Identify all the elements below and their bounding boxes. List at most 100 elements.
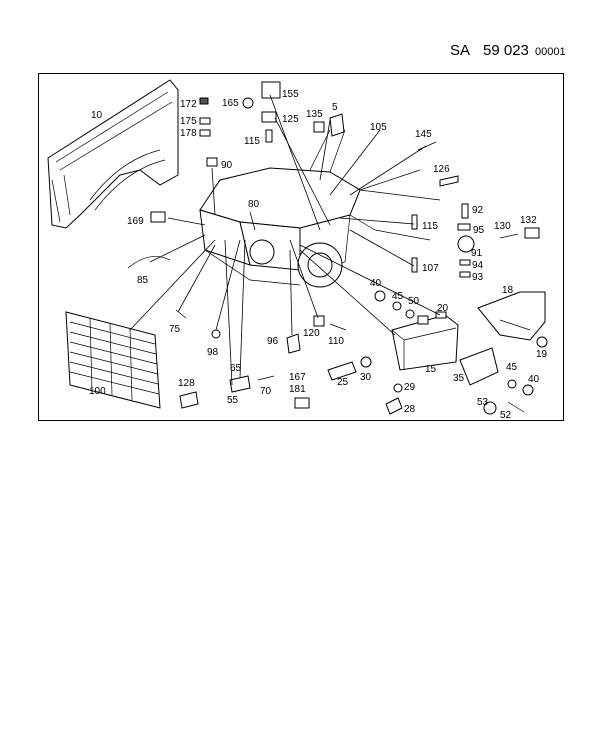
label-96: 96	[267, 336, 279, 347]
part-165	[242, 97, 254, 109]
label-85: 85	[137, 275, 149, 286]
label-29: 29	[404, 382, 416, 393]
part-130	[499, 233, 519, 239]
small-parts	[127, 81, 548, 415]
label-115b: 115	[422, 221, 438, 232]
part-29	[393, 383, 403, 393]
part-50	[405, 309, 415, 319]
part-53	[483, 401, 497, 415]
part-28	[385, 397, 403, 415]
label-35: 35	[453, 373, 465, 384]
label-91: 91	[471, 248, 483, 259]
label-105: 105	[370, 122, 387, 133]
part-90	[206, 157, 218, 167]
part-125	[261, 111, 277, 123]
part-167-181	[294, 397, 310, 409]
label-70: 70	[260, 386, 272, 397]
label-28: 28	[404, 404, 416, 415]
label-165: 165	[222, 98, 239, 109]
part-126	[439, 175, 459, 187]
label-15: 15	[425, 364, 437, 375]
part-115a	[265, 129, 273, 143]
label-181: 181	[289, 384, 306, 395]
label-52: 52	[500, 410, 512, 421]
diagram-frame	[38, 73, 564, 421]
part-40a	[374, 290, 386, 302]
label-110: 110	[328, 336, 344, 347]
part-40b	[522, 384, 534, 396]
part-115b	[411, 214, 418, 230]
part-145	[417, 141, 437, 151]
label-90: 90	[221, 160, 233, 171]
label-115: 115	[244, 136, 260, 147]
part-45b	[507, 379, 517, 389]
part-128	[179, 391, 199, 409]
label-19: 19	[536, 349, 548, 360]
part-25	[327, 361, 357, 381]
part-85	[127, 256, 171, 269]
part-92	[461, 203, 469, 219]
label-18: 18	[502, 285, 514, 296]
label-93: 93	[472, 272, 484, 283]
label-167: 167	[289, 372, 306, 383]
page-number: 00001	[535, 46, 566, 58]
label-65: 65	[230, 363, 242, 374]
label-20: 20	[437, 303, 449, 314]
catalog-code: SA	[450, 42, 471, 59]
label-130: 130	[494, 221, 511, 232]
label-45b: 45	[506, 362, 518, 373]
label-100: 100	[89, 386, 106, 397]
part-169	[150, 211, 166, 223]
label-178: 178	[180, 128, 197, 139]
label-53: 53	[477, 397, 489, 408]
label-128: 128	[178, 378, 195, 389]
part-reservoir	[391, 314, 459, 371]
part-120	[313, 315, 325, 327]
label-126: 126	[433, 164, 450, 175]
label-92: 92	[472, 205, 484, 216]
label-135: 135	[306, 109, 323, 120]
part-175	[199, 117, 211, 125]
part-grille	[65, 311, 161, 409]
part-98	[211, 329, 221, 339]
leader-lines	[129, 94, 441, 386]
label-55: 55	[227, 395, 239, 406]
part-5	[329, 113, 345, 137]
label-50: 50	[408, 296, 420, 307]
part-30	[360, 356, 372, 368]
label-98: 98	[207, 347, 219, 358]
part-pump-bracket	[459, 347, 499, 386]
part-65	[229, 375, 251, 393]
part-132	[524, 227, 540, 239]
part-96	[286, 333, 301, 354]
part-172	[199, 97, 209, 105]
label-175: 175	[180, 116, 197, 127]
part-labels: 10 172 165 155 175 178 135 5 125 115 105…	[89, 89, 548, 421]
part-52	[507, 401, 525, 413]
part-178	[199, 129, 211, 137]
part-75	[175, 309, 187, 319]
label-40b: 40	[528, 374, 540, 385]
part-bracket-18	[477, 291, 546, 341]
part-94	[459, 259, 471, 266]
label-107: 107	[422, 263, 439, 274]
label-169: 169	[127, 216, 144, 227]
label-40a: 40	[370, 278, 382, 289]
label-145: 145	[415, 129, 432, 140]
label-155: 155	[282, 89, 299, 100]
part-91	[457, 235, 475, 253]
part-95	[457, 223, 471, 231]
label-80: 80	[248, 199, 260, 210]
label-25: 25	[337, 377, 349, 388]
label-95: 95	[473, 225, 485, 236]
part-70	[257, 375, 275, 381]
part-radiator-shroud	[47, 79, 179, 229]
label-75: 75	[169, 324, 181, 335]
part-110	[329, 323, 347, 331]
label-10: 10	[91, 110, 103, 121]
part-155	[261, 81, 281, 99]
group-number: 59 023	[483, 42, 529, 59]
vehicle-body	[199, 129, 441, 288]
label-45a: 45	[392, 291, 404, 302]
part-19	[536, 336, 548, 348]
